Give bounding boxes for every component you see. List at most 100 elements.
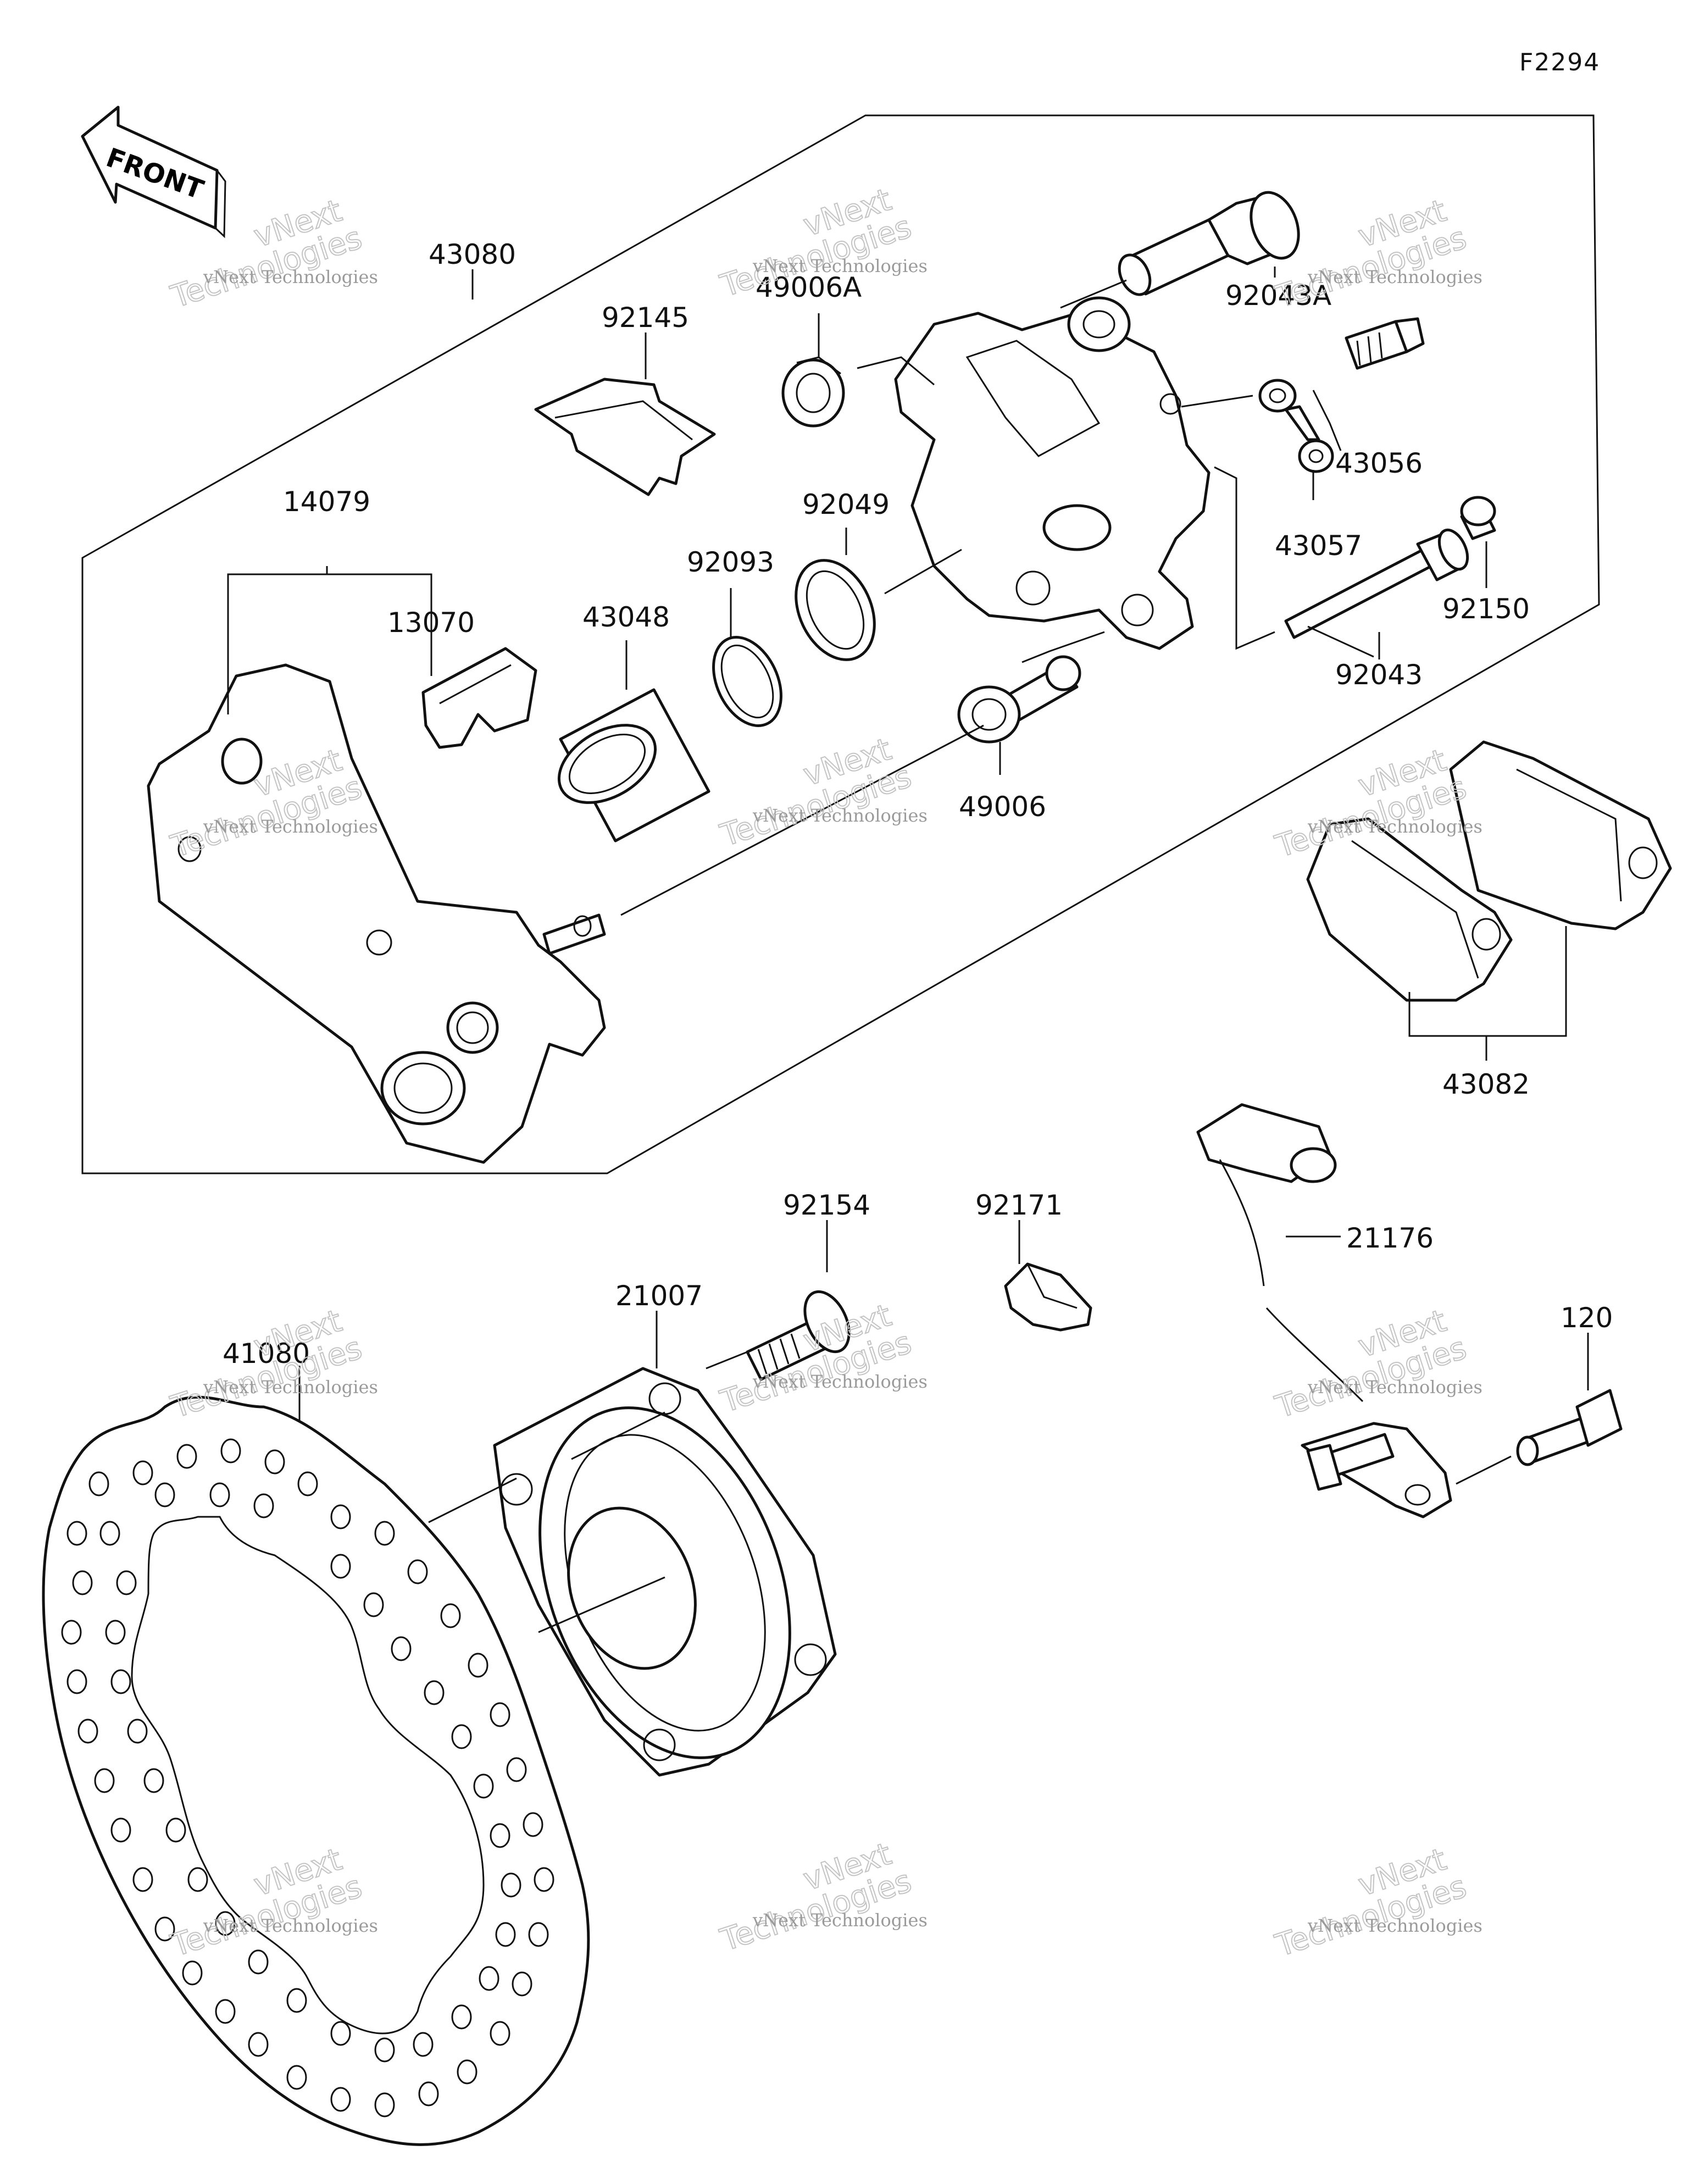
watermark-text: vNext Technologies [752, 805, 928, 826]
pad-clip [534, 378, 716, 496]
pad-spring [421, 647, 537, 749]
watermark-text: vNext Technologies [752, 1371, 928, 1392]
pin-bolt-upper [1118, 191, 1300, 296]
disc-hole [451, 1724, 472, 1749]
disc-hole [215, 1911, 236, 1936]
disc-hole [286, 2065, 307, 2090]
disc-hole [418, 2081, 439, 2107]
bushing-upper [781, 356, 845, 428]
watermark-text: vNext Technologies [203, 1915, 378, 1936]
disc-hole [248, 1949, 269, 1975]
label-92145: 92145 [602, 302, 689, 334]
abs-sensor [1196, 1103, 1452, 1518]
disc-bolt [746, 1290, 851, 1381]
disc-hole [99, 1521, 120, 1546]
disc-hole [424, 1680, 445, 1705]
label-21176: 21176 [1346, 1222, 1434, 1254]
disc-hole [468, 1653, 488, 1678]
caliper-bracket [147, 663, 606, 1164]
dust-seal [712, 636, 782, 727]
disc-hole [94, 1768, 115, 1793]
disc-hole [501, 1872, 521, 1898]
disc-hole [116, 1570, 137, 1595]
disc-hole [88, 1471, 109, 1496]
disc-hole [473, 1773, 494, 1799]
label-13070: 13070 [387, 607, 475, 639]
disc-hole [512, 1971, 532, 1997]
disc-hole [490, 2021, 510, 2046]
watermark-text: vNext Technologies [752, 1910, 928, 1931]
label-43082: 43082 [1442, 1068, 1530, 1100]
label-21007: 21007 [615, 1280, 703, 1312]
disc-hole [391, 1636, 412, 1661]
disc-hole [479, 1966, 499, 1991]
watermark-text: vNext Technologies [203, 816, 378, 837]
disc-hole [451, 2004, 472, 2030]
disc-hole [215, 1999, 236, 2024]
label-92049: 92049 [802, 489, 890, 520]
watermark-text: vNext Technologies [1307, 816, 1482, 837]
bleeder-valve [1345, 317, 1425, 370]
disc-hole [132, 1460, 153, 1485]
disc-hole [264, 1449, 285, 1475]
bleeder-cap [1258, 379, 1334, 473]
disc-hole [61, 1620, 82, 1645]
label-43057: 43057 [1275, 530, 1362, 562]
disc-hole [143, 1768, 164, 1793]
disc-hole [440, 1603, 461, 1628]
label-49006A: 49006A [756, 271, 862, 303]
hose-clamp [1004, 1262, 1092, 1332]
label-92043: 92043 [1335, 659, 1423, 691]
watermark-text: vNext Technologies [752, 256, 928, 276]
watermark-text: vNext Technologies [203, 267, 378, 287]
watermark-text: vNext Technologies [203, 1377, 378, 1398]
disc-holes [61, 1438, 554, 2118]
label-43048: 43048 [582, 601, 670, 633]
caliper-assembly-outline [81, 114, 1600, 1174]
disc-hole [457, 2059, 477, 2085]
disc-hole [413, 2032, 434, 2057]
disc-hole [66, 1669, 87, 1694]
disc-hole [330, 1554, 351, 1579]
abs-rotor-ring [493, 1367, 837, 1777]
piston-seal [795, 559, 876, 661]
label-49006: 49006 [959, 791, 1046, 823]
disc-hole [187, 1867, 208, 1892]
label-43056: 43056 [1335, 447, 1423, 479]
label-92150: 92150 [1442, 593, 1530, 625]
disc-hole [374, 1521, 395, 1546]
disc-hole [66, 1521, 87, 1546]
disc-hole [495, 1922, 516, 1947]
bushing-lower [957, 655, 1081, 744]
disc-hole [286, 1988, 307, 2013]
label-41080: 41080 [223, 1338, 310, 1370]
disc-hole [407, 1559, 428, 1584]
disc-hole [330, 2021, 351, 2046]
disc-hole [154, 1916, 175, 1942]
disc-hole [154, 1482, 175, 1507]
label-92171: 92171 [975, 1189, 1063, 1221]
disc-hole [176, 1444, 197, 1469]
disc-hole [528, 1922, 549, 1947]
brake-disc [42, 1395, 590, 2146]
disc-hole [110, 1669, 131, 1694]
brake-pads [1306, 740, 1672, 1002]
rubber-plug [1460, 496, 1496, 540]
disc-hole [330, 1504, 351, 1529]
disc-hole [374, 2092, 395, 2118]
disc-hole [165, 1817, 186, 1843]
disc-hole [363, 1592, 384, 1617]
label-14079: 14079 [283, 486, 370, 518]
disc-hole [209, 1482, 230, 1507]
label-43080: 43080 [429, 239, 516, 270]
disc-hole [490, 1823, 510, 1848]
caliper-body [894, 296, 1211, 650]
disc-hole [105, 1620, 126, 1645]
watermark-text: vNext Technologies [1307, 1915, 1482, 1936]
disc-hole [72, 1570, 93, 1595]
disc-hole [534, 1867, 554, 1892]
label-92043A: 92043A [1225, 280, 1331, 312]
sensor-bolt [1516, 1389, 1623, 1466]
disc-hole [77, 1719, 98, 1744]
